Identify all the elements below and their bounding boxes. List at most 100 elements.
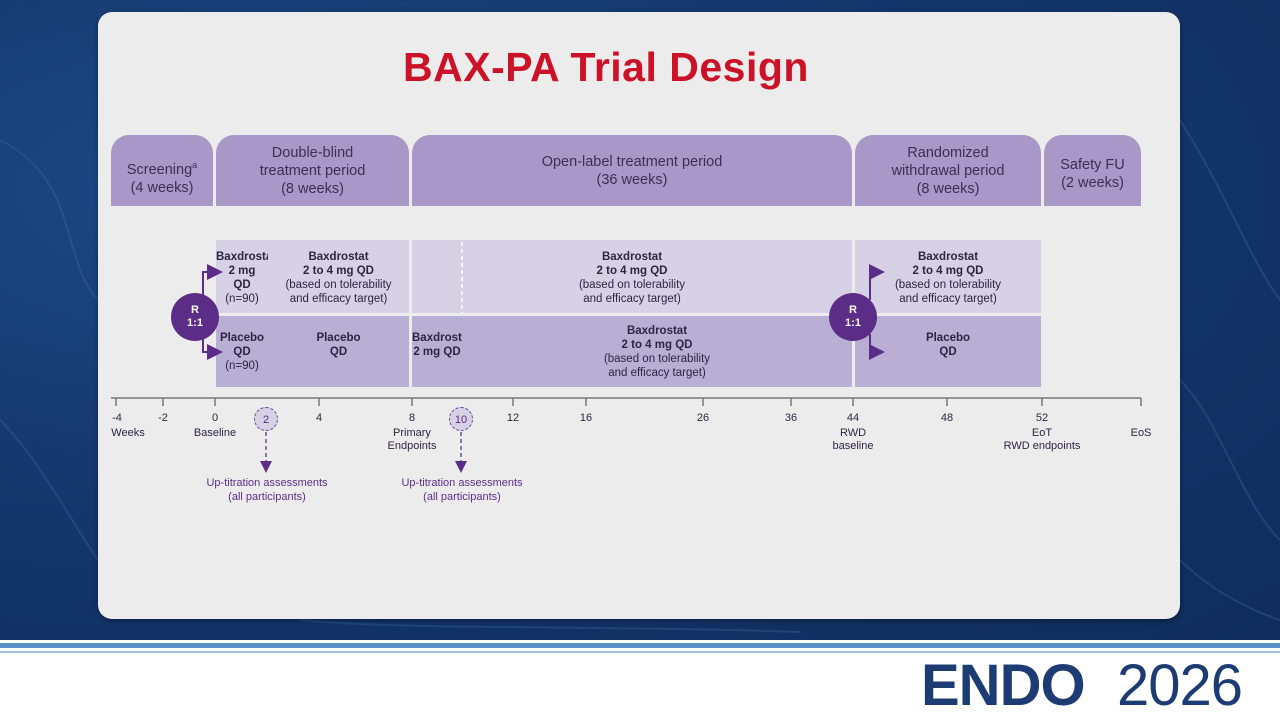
footer-stripe	[0, 643, 1280, 648]
arm-frequency: QD	[233, 279, 251, 291]
rand1-branch-bottom	[202, 334, 223, 360]
background-decor	[0, 119, 1280, 633]
tick-label: 0	[211, 412, 219, 424]
phase-duration: (8 weeks)	[281, 181, 344, 197]
slide-card	[98, 12, 1180, 619]
randomization-ratio: 1:1	[187, 317, 203, 329]
arm-note: (based on tolerability	[285, 279, 392, 291]
arm-note: and efficacy target)	[899, 293, 997, 305]
slide-title: BAX-PA Trial Design	[403, 44, 809, 90]
phase-duration: (8 weeks)	[916, 181, 980, 197]
randomization-label: R	[849, 304, 857, 316]
arm-dose: 2 to 4 mg QD	[621, 339, 693, 351]
arm-frequency: QD	[233, 346, 251, 358]
phase-randomized-withdrawal: Randomized withdrawal period (8 weeks)	[855, 135, 1041, 206]
phase-label: Open-label treatment period	[541, 154, 723, 170]
assessment-week2: Up-titration assessments (all participan…	[206, 476, 327, 504]
phase-screening: Screeninga (4 weeks)	[111, 135, 213, 206]
arm-dose: 2 to 4 mg QD	[303, 265, 374, 277]
tick-label-week10: 10	[449, 407, 473, 431]
logo-brand: ENDO	[921, 652, 1086, 719]
tick-label: 4	[315, 412, 323, 424]
rand2-branch-top	[869, 264, 885, 300]
arm-note: and efficacy target)	[583, 293, 681, 305]
phase-footnote: a	[192, 160, 198, 170]
assessment-subtext: (all participants)	[228, 491, 306, 503]
tick-label: 48	[940, 412, 954, 424]
phase-label: Randomized withdrawal period	[891, 145, 1005, 179]
arm-drug: Placebo	[925, 332, 971, 344]
randomization-circle-2: R 1:1	[829, 293, 877, 341]
arm-rw-bottom: Placebo QD	[855, 316, 1041, 387]
arm-dose: 2 to 4 mg QD	[596, 265, 668, 277]
arm-frequency: QD	[939, 346, 957, 358]
arm-drug: Placebo	[219, 332, 265, 344]
tick-label-week2: 2	[254, 407, 278, 431]
baseline-label: Baseline	[193, 427, 237, 439]
phase-double-blind: Double-blind treatment period (8 weeks)	[216, 135, 409, 206]
arm-rw-top: Baxdrostat 2 to 4 mg QD (based on tolera…	[855, 240, 1041, 313]
arm-ol-bottom-initial: Baxdrostat 2 mg QD	[412, 316, 473, 387]
arm-drug: Baxdrostat	[626, 325, 688, 337]
tick-label: -4	[112, 412, 122, 424]
randomization-label: R	[191, 304, 199, 316]
arm-n: (n=90)	[225, 360, 259, 372]
phase-duration: (4 weeks)	[130, 179, 194, 196]
assessment-text: Up-titration assessments	[401, 477, 523, 489]
weeks-label: Weeks	[111, 427, 145, 439]
arm-dose: 2 mg QD	[413, 346, 461, 358]
tick-label: 52	[1035, 412, 1049, 424]
rand1-branch-top	[202, 264, 223, 300]
phase-label: Double-blind treatment period	[259, 145, 366, 179]
tick-label: 8	[408, 412, 416, 424]
arm-note: (based on tolerability	[894, 279, 1002, 291]
assessment-subtext: (all participants)	[423, 491, 501, 503]
randomization-ratio: 1:1	[845, 317, 861, 329]
arm-drug: Baxdrostat	[216, 251, 277, 263]
phase-label: Screening	[126, 161, 193, 178]
arm-db-bottom-main: Placebo QD	[268, 316, 409, 387]
phase-open-label: Open-label treatment period (36 weeks)	[412, 135, 852, 206]
arm-frequency: QD	[329, 346, 348, 358]
primary-endpoints-label: Primary Endpoints	[387, 427, 437, 452]
arm-note: and efficacy target)	[289, 293, 388, 305]
rand2-branch-bottom	[869, 334, 885, 360]
arm-ol-bottom: Baxdrostat 2 to 4 mg QD (based on tolera…	[462, 316, 852, 387]
arm-drug: Baxdrostat	[917, 251, 979, 263]
eos-label: EoS	[1130, 427, 1152, 439]
arm-dose: 2 mg	[228, 265, 256, 277]
rwd-baseline-label: RWD baseline	[832, 427, 874, 452]
arm-drug: Baxdrostat	[308, 251, 369, 263]
assessment-week10: Up-titration assessments (all participan…	[401, 476, 522, 504]
phase-safety-fu: Safety FU (2 weeks)	[1044, 135, 1141, 206]
arm-n: (n=90)	[225, 293, 259, 305]
arm-note: and efficacy target)	[608, 367, 706, 379]
eot-label: EoT RWD endpoints	[1003, 427, 1081, 452]
tick-label: -2	[158, 412, 168, 424]
arm-dose: 2 to 4 mg QD	[912, 265, 984, 277]
arm-drug: Baxdrostat	[412, 332, 473, 344]
phase-duration: (36 weeks)	[596, 172, 668, 188]
arm-drug: Placebo	[316, 332, 361, 344]
arm-ol-top: Baxdrostat 2 to 4 mg QD (based on tolera…	[412, 240, 852, 313]
tick-label: 44	[846, 412, 860, 424]
logo-brand-text: ENDO	[921, 653, 1086, 718]
arm-db-top-titrated: Baxdrostat 2 to 4 mg QD (based on tolera…	[268, 240, 409, 313]
arm-note: (based on tolerability	[603, 353, 711, 365]
logo-year: 2026	[1117, 653, 1243, 718]
tick-label: 16	[579, 412, 593, 424]
tick-label: 12	[506, 412, 520, 424]
assessment-text: Up-titration assessments	[206, 477, 328, 489]
footer-band	[0, 640, 1280, 720]
tick-label: 26	[696, 412, 710, 424]
phase-label: Safety FU	[1060, 157, 1125, 173]
arm-db-bottom-initial: Placebo QD (n=90)	[216, 316, 268, 387]
phase-duration: (2 weeks)	[1061, 175, 1124, 191]
footer-stripe-thin	[0, 651, 1280, 653]
randomization-circle-1: R 1:1	[171, 293, 219, 341]
tick-label: 36	[784, 412, 798, 424]
arm-note: (based on tolerability	[578, 279, 686, 291]
arm-db-top-initial: Baxdrostat 2 mg QD (n=90)	[216, 240, 277, 313]
arm-drug: Baxdrostat	[601, 251, 663, 263]
